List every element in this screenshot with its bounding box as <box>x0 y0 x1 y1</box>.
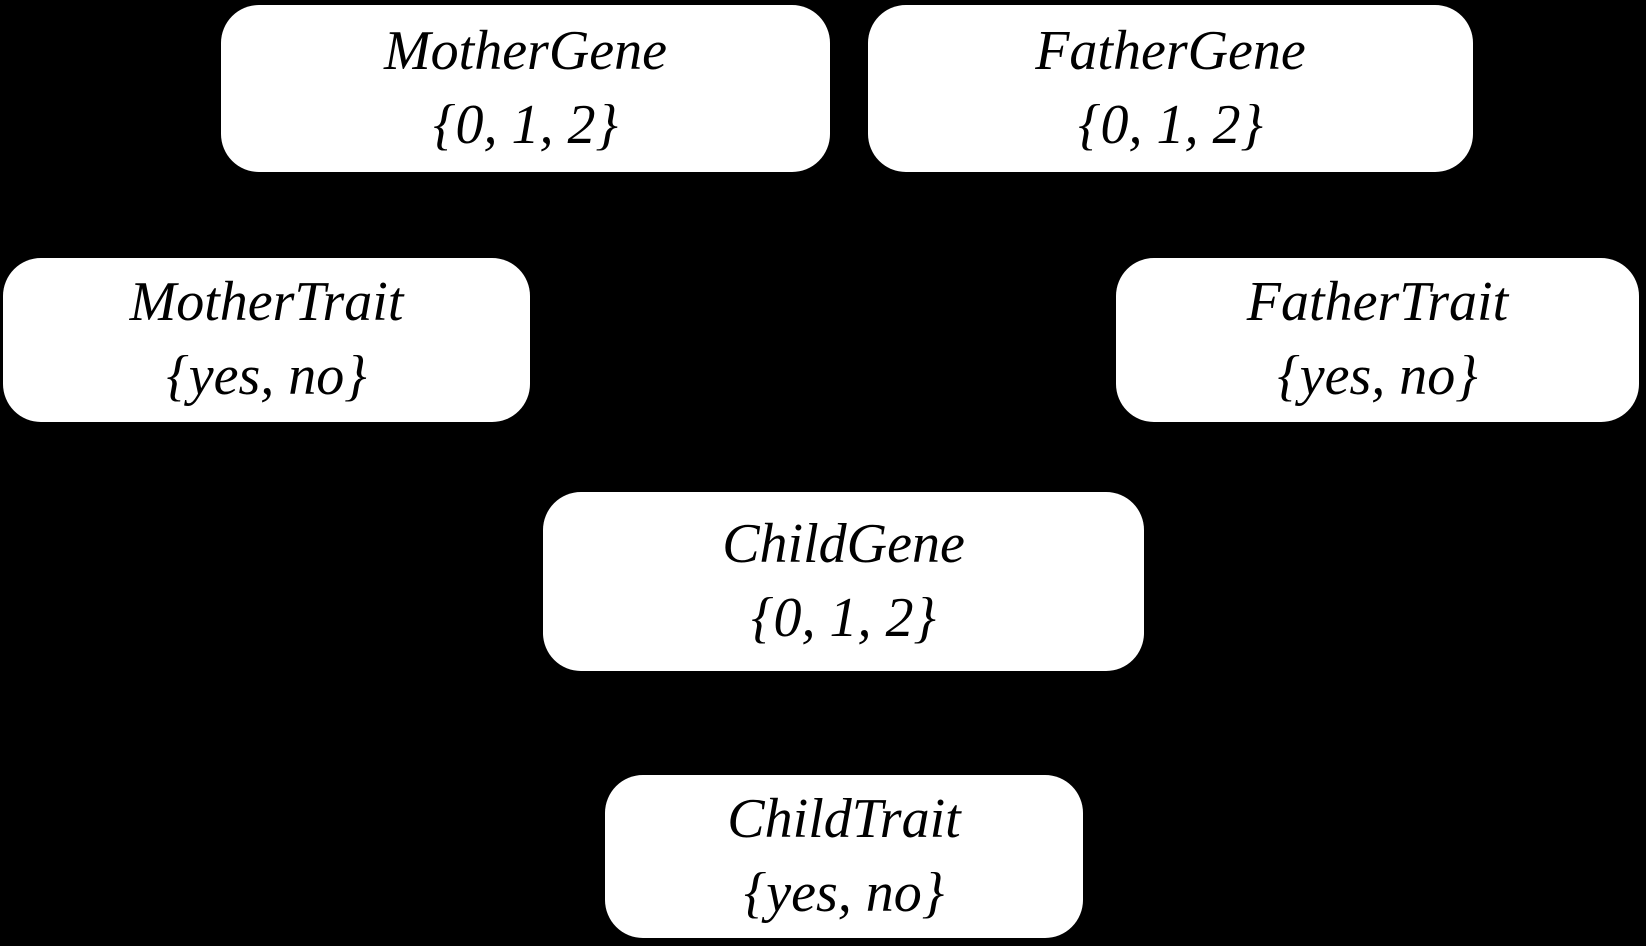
node-domain: {0, 1, 2} <box>751 586 936 649</box>
node-father-trait: FatherTrait {yes, no} <box>1116 258 1639 422</box>
node-father-gene: FatherGene {0, 1, 2} <box>868 5 1473 172</box>
node-mother-gene: MotherGene {0, 1, 2} <box>221 5 830 172</box>
node-domain: {yes, no} <box>743 861 945 924</box>
node-child-trait: ChildTrait {yes, no} <box>605 775 1083 938</box>
node-domain: {0, 1, 2} <box>1078 93 1263 156</box>
node-label: MotherTrait <box>129 271 404 334</box>
node-mother-trait: MotherTrait {yes, no} <box>3 258 530 422</box>
node-label: MotherGene <box>383 19 667 82</box>
node-label: ChildGene <box>722 512 965 575</box>
node-child-gene: ChildGene {0, 1, 2} <box>543 492 1144 671</box>
node-label: ChildTrait <box>727 787 961 850</box>
node-domain: {yes, no} <box>1277 345 1478 407</box>
node-domain: {0, 1, 2} <box>433 93 618 156</box>
node-label: FatherTrait <box>1246 271 1509 334</box>
node-domain: {yes, no} <box>166 345 367 407</box>
node-label: FatherGene <box>1035 19 1306 82</box>
